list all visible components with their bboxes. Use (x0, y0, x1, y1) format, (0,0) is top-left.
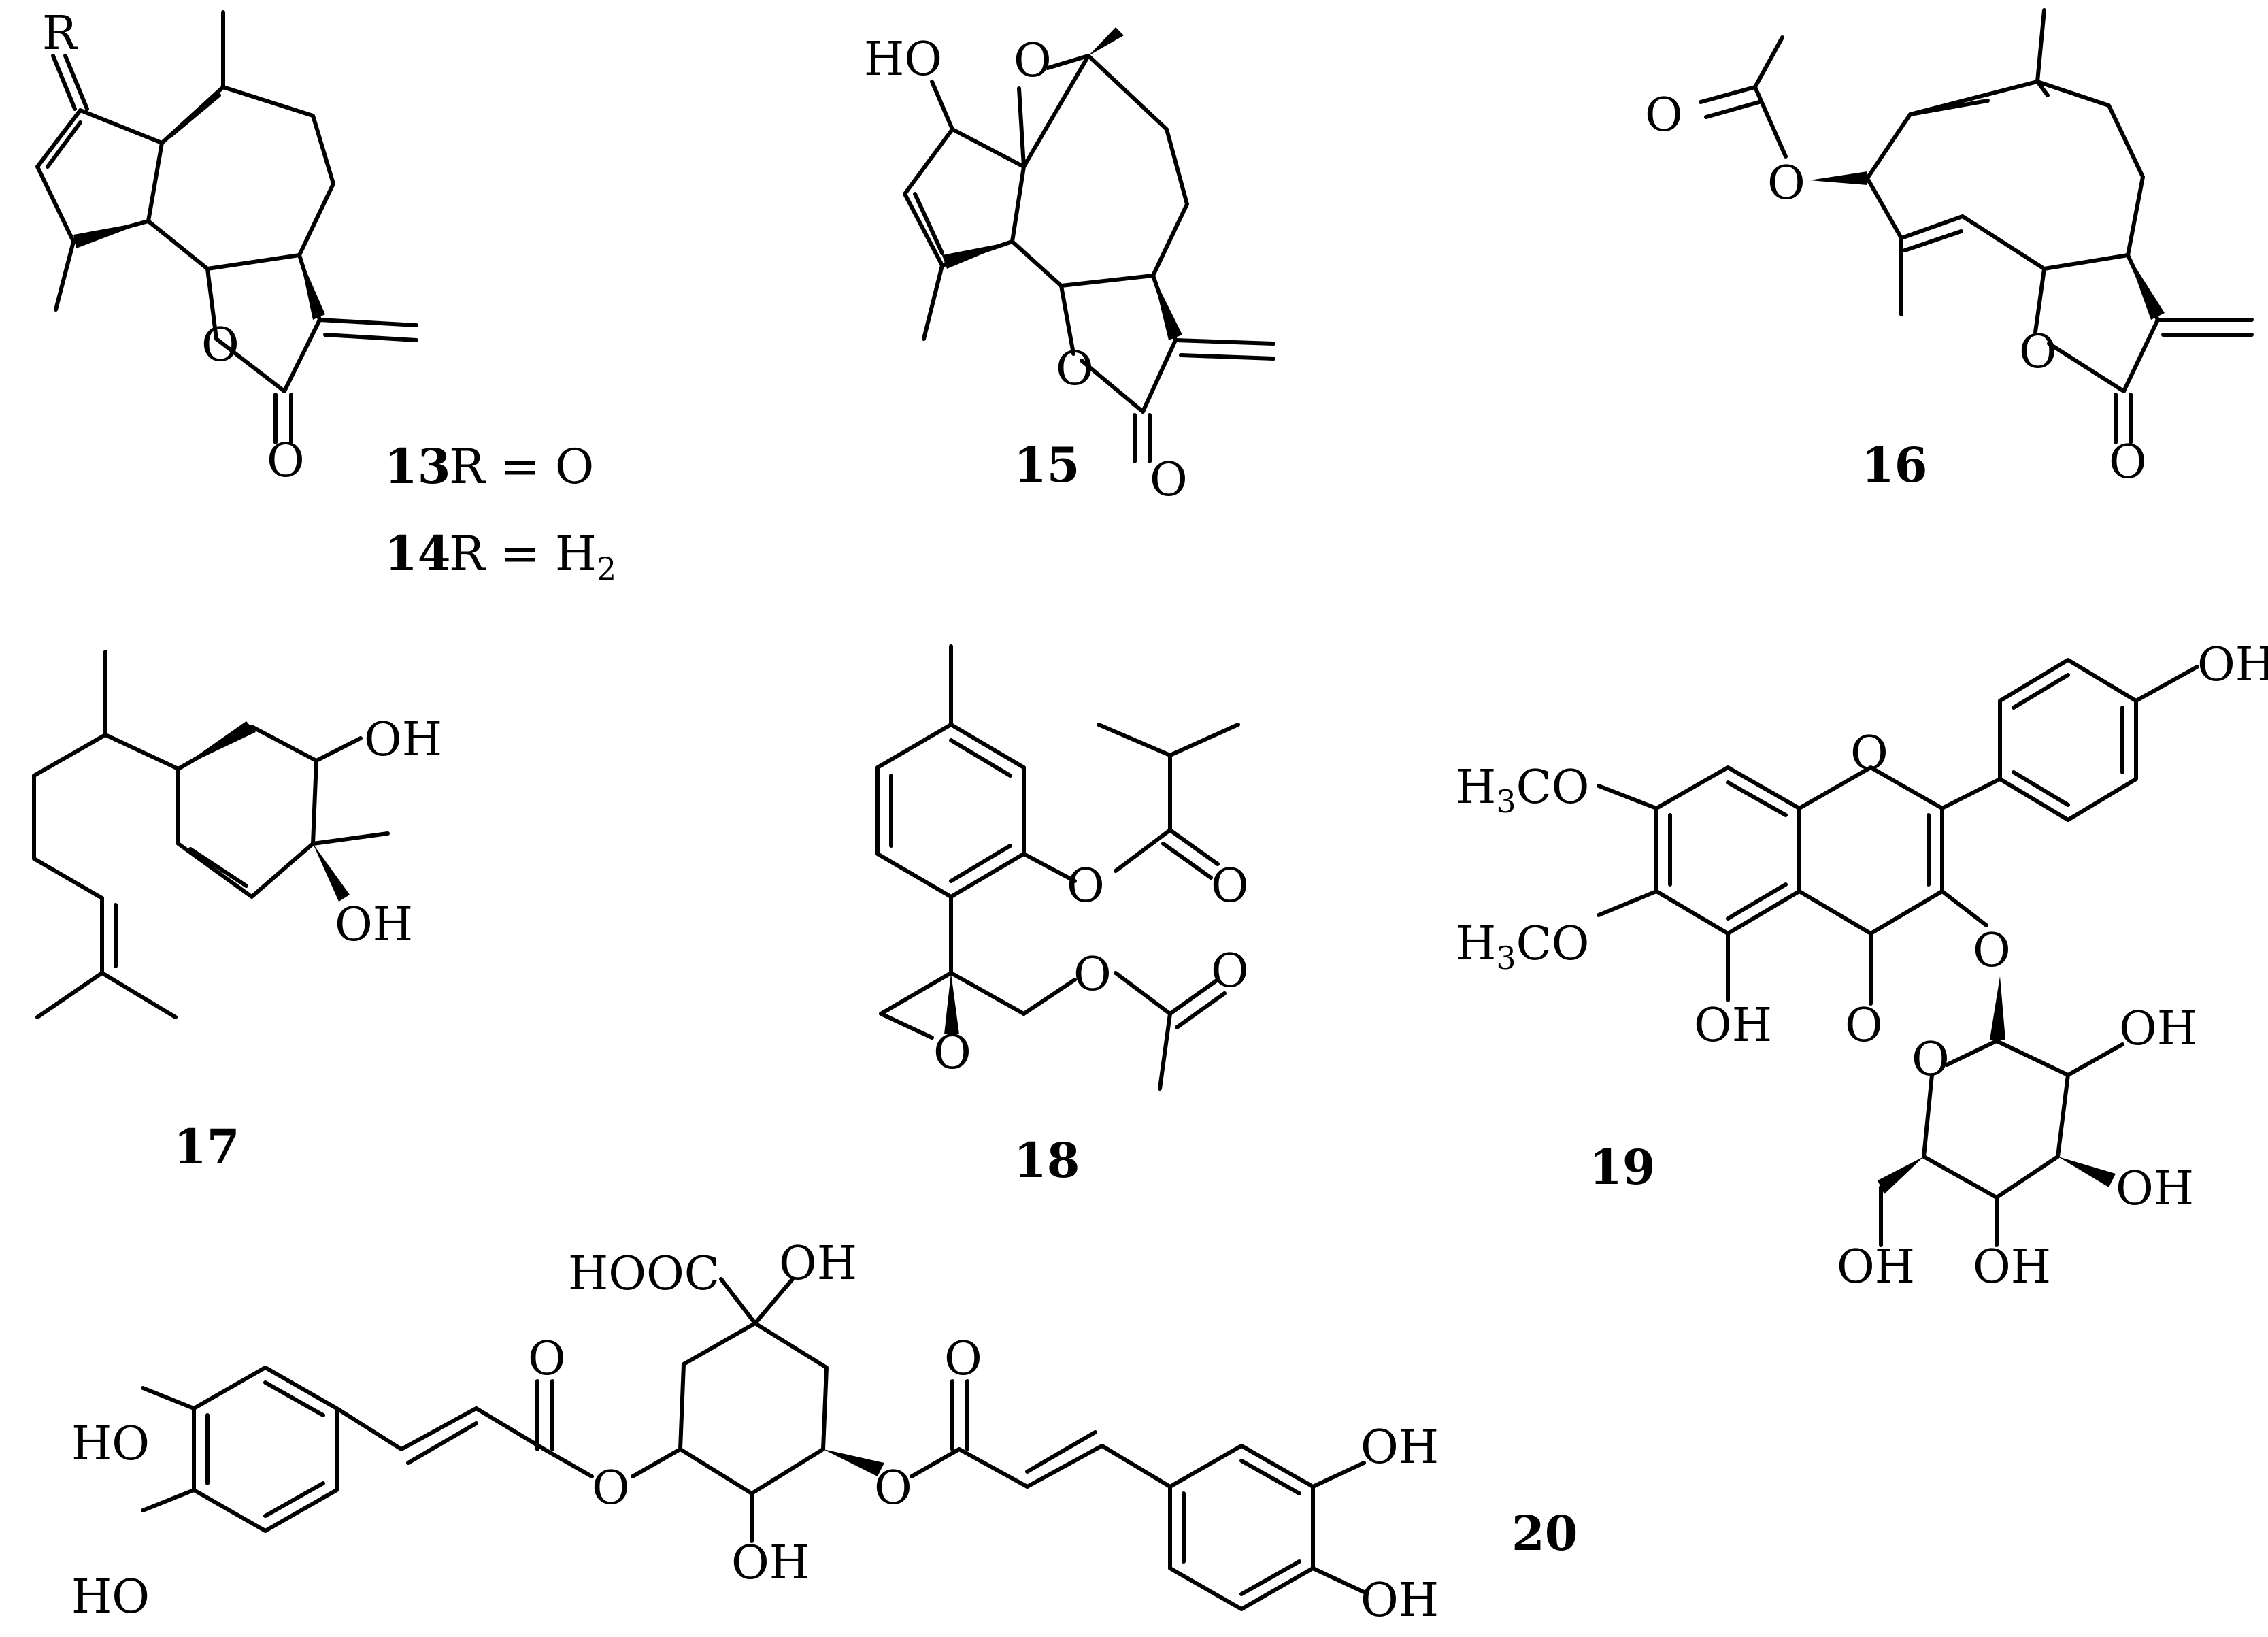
structure-20: HO HO O O OH HOOC OH O O OH OH 20 (71, 1237, 1578, 1627)
atom-h3co: H3CO (1456, 917, 1589, 976)
atom-o: O (1850, 727, 1888, 780)
substituent-14: R = H2 (449, 526, 616, 587)
atom-oh: OH (2116, 1162, 2194, 1216)
atom-ho: HO (864, 33, 942, 86)
structure-19: H3CO H3CO OH O O OH O O OH OH OH OH 19 (1456, 638, 2268, 1294)
atom-o: O (1073, 948, 1112, 1002)
compound-label-13: 13 (384, 438, 450, 495)
atom-r: R (42, 7, 78, 61)
structure-15: HO O O O 15 (864, 27, 1275, 507)
atom-o: O (2019, 325, 2057, 379)
compound-label-20: 20 (1512, 1505, 1578, 1561)
atom-ho: HO (71, 1417, 150, 1471)
compound-label-19: 19 (1589, 1139, 1655, 1195)
atom-o: O (1056, 342, 1094, 396)
compound-label-16: 16 (1861, 437, 1927, 493)
compound-label-17: 17 (173, 1119, 239, 1175)
atom-o: O (1211, 944, 1249, 998)
atom-o: O (1845, 999, 1883, 1053)
atom-o: O (201, 318, 239, 372)
structure-13-14: R O O 13 R = O 14 R = H2 (35, 7, 616, 587)
atom-o: O (1912, 1033, 1950, 1087)
compound-label-15: 15 (1014, 437, 1080, 493)
structure-17: OH OH 17 (32, 650, 442, 1175)
substituent-13: R = O (449, 439, 594, 495)
atom-oh: OH (779, 1237, 857, 1291)
atom-oh: OH (1361, 1421, 1439, 1474)
atom-o: O (1014, 34, 1052, 88)
atom-oh: OH (731, 1536, 810, 1590)
structure-16: O O O O 16 (1645, 8, 2254, 493)
atom-o: O (1767, 156, 1805, 210)
atom-oh: OH (1694, 999, 1772, 1053)
atom-o: O (592, 1461, 630, 1515)
atom-oh: OH (2197, 638, 2268, 692)
atom-o: O (944, 1332, 982, 1386)
atom-o: O (267, 434, 305, 488)
atom-o: O (528, 1332, 566, 1386)
atom-o: O (933, 1026, 971, 1080)
atom-o: O (1211, 859, 1249, 913)
atom-ho: HO (71, 1570, 150, 1624)
atom-h3co: H3CO (1456, 761, 1589, 820)
atom-oh: OH (335, 898, 413, 952)
atom-o: O (1150, 453, 1188, 507)
atom-o: O (2109, 435, 2147, 489)
atom-oh: OH (1361, 1574, 1439, 1627)
structure-18: O O O O O 18 (875, 644, 1249, 1189)
atom-oh: OH (2119, 1002, 2197, 1056)
atom-oh: OH (1973, 1240, 2051, 1294)
atom-hooc: HOOC (568, 1247, 720, 1301)
atom-o: O (1973, 924, 2011, 978)
atom-o: O (874, 1461, 912, 1515)
atom-o: O (1067, 859, 1105, 913)
atom-o: O (1645, 88, 1683, 142)
atom-oh: OH (1837, 1240, 1915, 1294)
compound-label-18: 18 (1014, 1132, 1080, 1189)
compound-label-14: 14 (384, 525, 450, 582)
atom-oh: OH (364, 713, 442, 767)
